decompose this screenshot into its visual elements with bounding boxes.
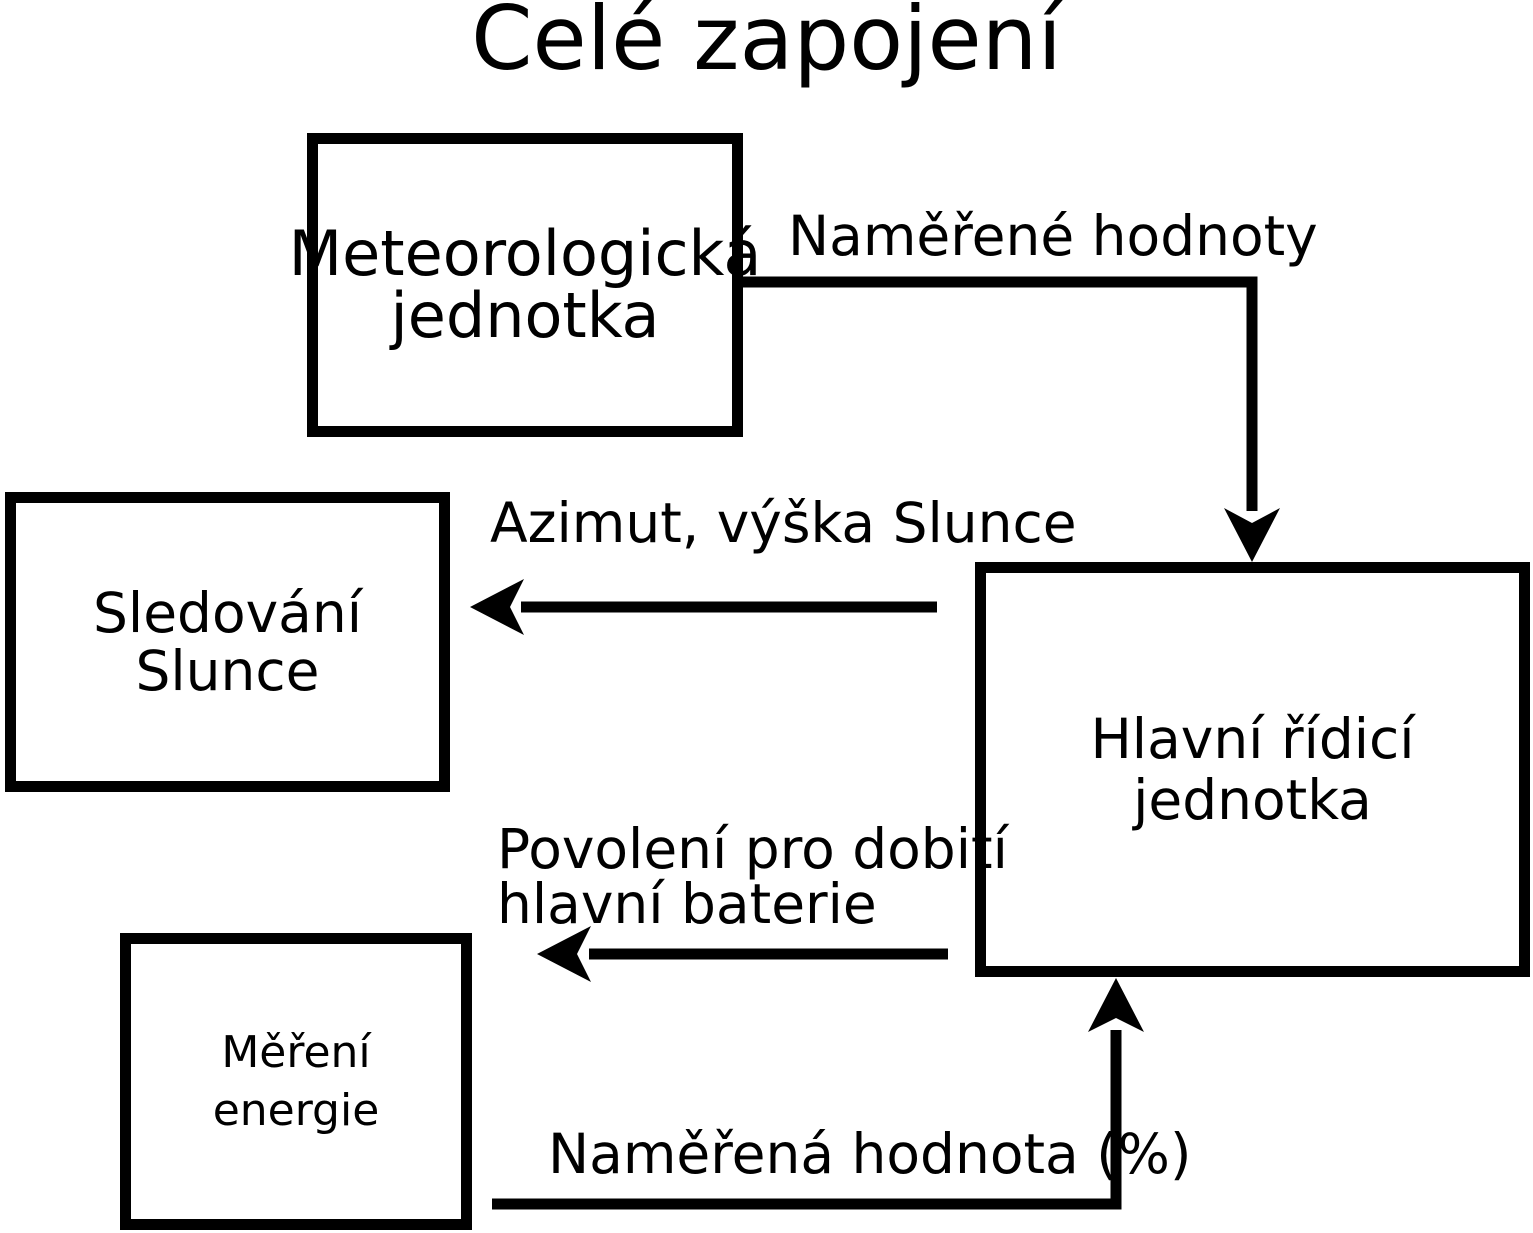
edge-label-azimuth-sun-height: Azimut, výška Slunce [490,491,1077,555]
edge-label-measured-values: Naměřené hodnoty [788,204,1318,268]
arrowhead-left-icon [470,579,524,635]
page-title: Celé zapojení [471,0,1062,90]
edge-label-charging-permission: Povolení pro dobití hlavní baterie [497,817,1008,936]
box-main-control-unit-label: Hlavní řídicí jednotka [1090,707,1415,832]
box-energy-measurement-label: Měření energie [212,1027,380,1136]
box-sun-tracking-label: Sledování Slunce [93,580,362,703]
arrow-azimuth-sun-height [470,579,937,635]
arrow-charging-permission [537,926,948,982]
arrow-measured-percentage [492,978,1144,1210]
arrowhead-down-icon [1224,508,1280,562]
arrow-measured-values [735,276,1280,562]
arrowhead-left-icon [537,926,591,982]
box-energy-measurement: Měření energie [120,933,472,1230]
box-meteorological-unit: Meteorologická jednotka [289,133,761,437]
box-meteorological-unit-label: Meteorologická jednotka [288,217,762,352]
arrowhead-up-icon [1088,978,1144,1032]
box-main-control-unit: Hlavní řídicí jednotka [975,562,1530,977]
edge-label-measured-percentage: Naměřená hodnota (%) [548,1122,1192,1186]
box-sun-tracking: Sledování Slunce [5,492,450,792]
